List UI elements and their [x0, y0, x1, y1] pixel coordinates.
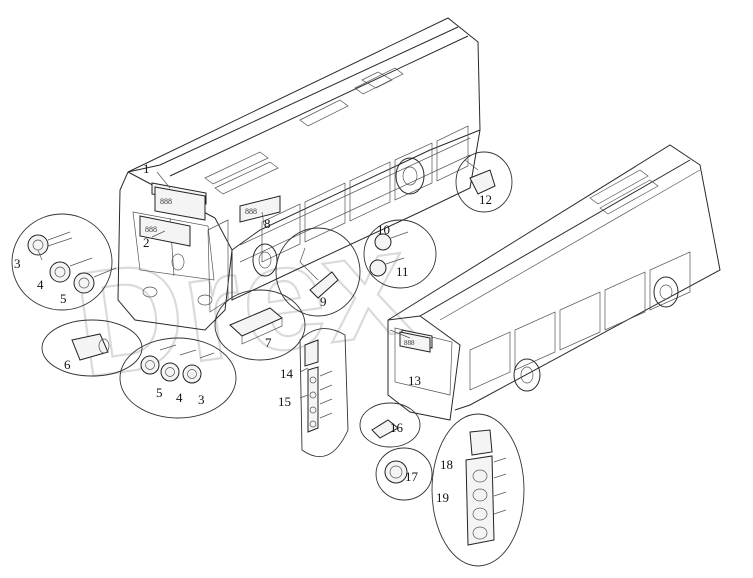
bubble-plate-lamp: [359, 402, 421, 448]
part-lamp-3-upper: [27, 231, 73, 256]
callout-4-lower: 4: [176, 390, 183, 405]
callout-3-upper: 3: [14, 256, 21, 271]
part-side-route-sign: 888: [239, 195, 281, 223]
callout-15: 15: [278, 394, 291, 409]
part-destination-sign: 888: [154, 186, 206, 221]
callout-16: 16: [390, 420, 404, 435]
svg-text:888: 888: [160, 197, 172, 206]
part-lamp-10: [374, 231, 409, 251]
callout-11: 11: [396, 264, 409, 279]
svg-text:888: 888: [245, 207, 257, 216]
callout-1: 1: [143, 161, 150, 176]
callout-3-lower: 3: [198, 392, 205, 407]
part-fog-lamp: [71, 333, 110, 361]
bubble-rear-marker: [455, 151, 513, 213]
svg-text:888: 888: [145, 225, 157, 234]
part-rear-combination-lamp: [465, 429, 507, 546]
callout-7: 7: [265, 335, 272, 350]
part-lamp-11: [369, 257, 405, 277]
bubble-headlamps-left: [11, 213, 113, 311]
part-lamp-5-lower: [140, 355, 160, 375]
bubble-interior-light: [214, 289, 306, 361]
callout-labels: 1 2 3 4 5 6 5 4 3 7 8 9 10 11 12 13 14 1…: [14, 161, 492, 505]
bubble-fog-lamp: [41, 319, 143, 377]
part-lamp-3-lower: [159, 344, 215, 384]
part-tail-cluster: [304, 339, 333, 433]
part-lamp-4-upper: [49, 257, 93, 283]
callout-5-upper: 5: [60, 291, 67, 306]
rear-bus: [387, 144, 721, 421]
part-interior-light: [229, 307, 283, 345]
part-lamp-4-lower: [160, 362, 180, 382]
callout-10: 10: [377, 222, 390, 237]
callout-14: 14: [280, 366, 294, 381]
callout-17: 17: [405, 469, 419, 484]
part-rear-marker: [464, 159, 496, 195]
part-lamp-5-upper: [73, 267, 117, 294]
callout-18: 18: [440, 457, 453, 472]
bubble-tail-strip: [299, 328, 349, 458]
callout-2: 2: [143, 235, 150, 250]
part-plate-lamp: [371, 419, 399, 439]
bubble-rear-combination: [431, 413, 525, 567]
callout-13: 13: [408, 373, 421, 388]
callout-8: 8: [264, 216, 271, 231]
watermark-text: Drex: [65, 196, 419, 409]
svg-text:888: 888: [404, 339, 415, 347]
leader-lines: [37, 171, 411, 399]
bubble-round-lamp: [375, 447, 433, 501]
bubble-headlamps-right: [119, 337, 237, 419]
callout-19: 19: [436, 490, 449, 505]
callout-5-lower: 5: [156, 385, 163, 400]
part-round-lamp: [384, 460, 408, 484]
callout-6: 6: [64, 357, 71, 372]
callout-12: 12: [479, 192, 492, 207]
part-side-marker: [299, 247, 339, 299]
bubble-side-marker: [275, 227, 361, 317]
callout-9: 9: [320, 294, 327, 309]
callout-4-upper: 4: [37, 277, 44, 292]
bubble-marker-lamps: [363, 219, 437, 289]
